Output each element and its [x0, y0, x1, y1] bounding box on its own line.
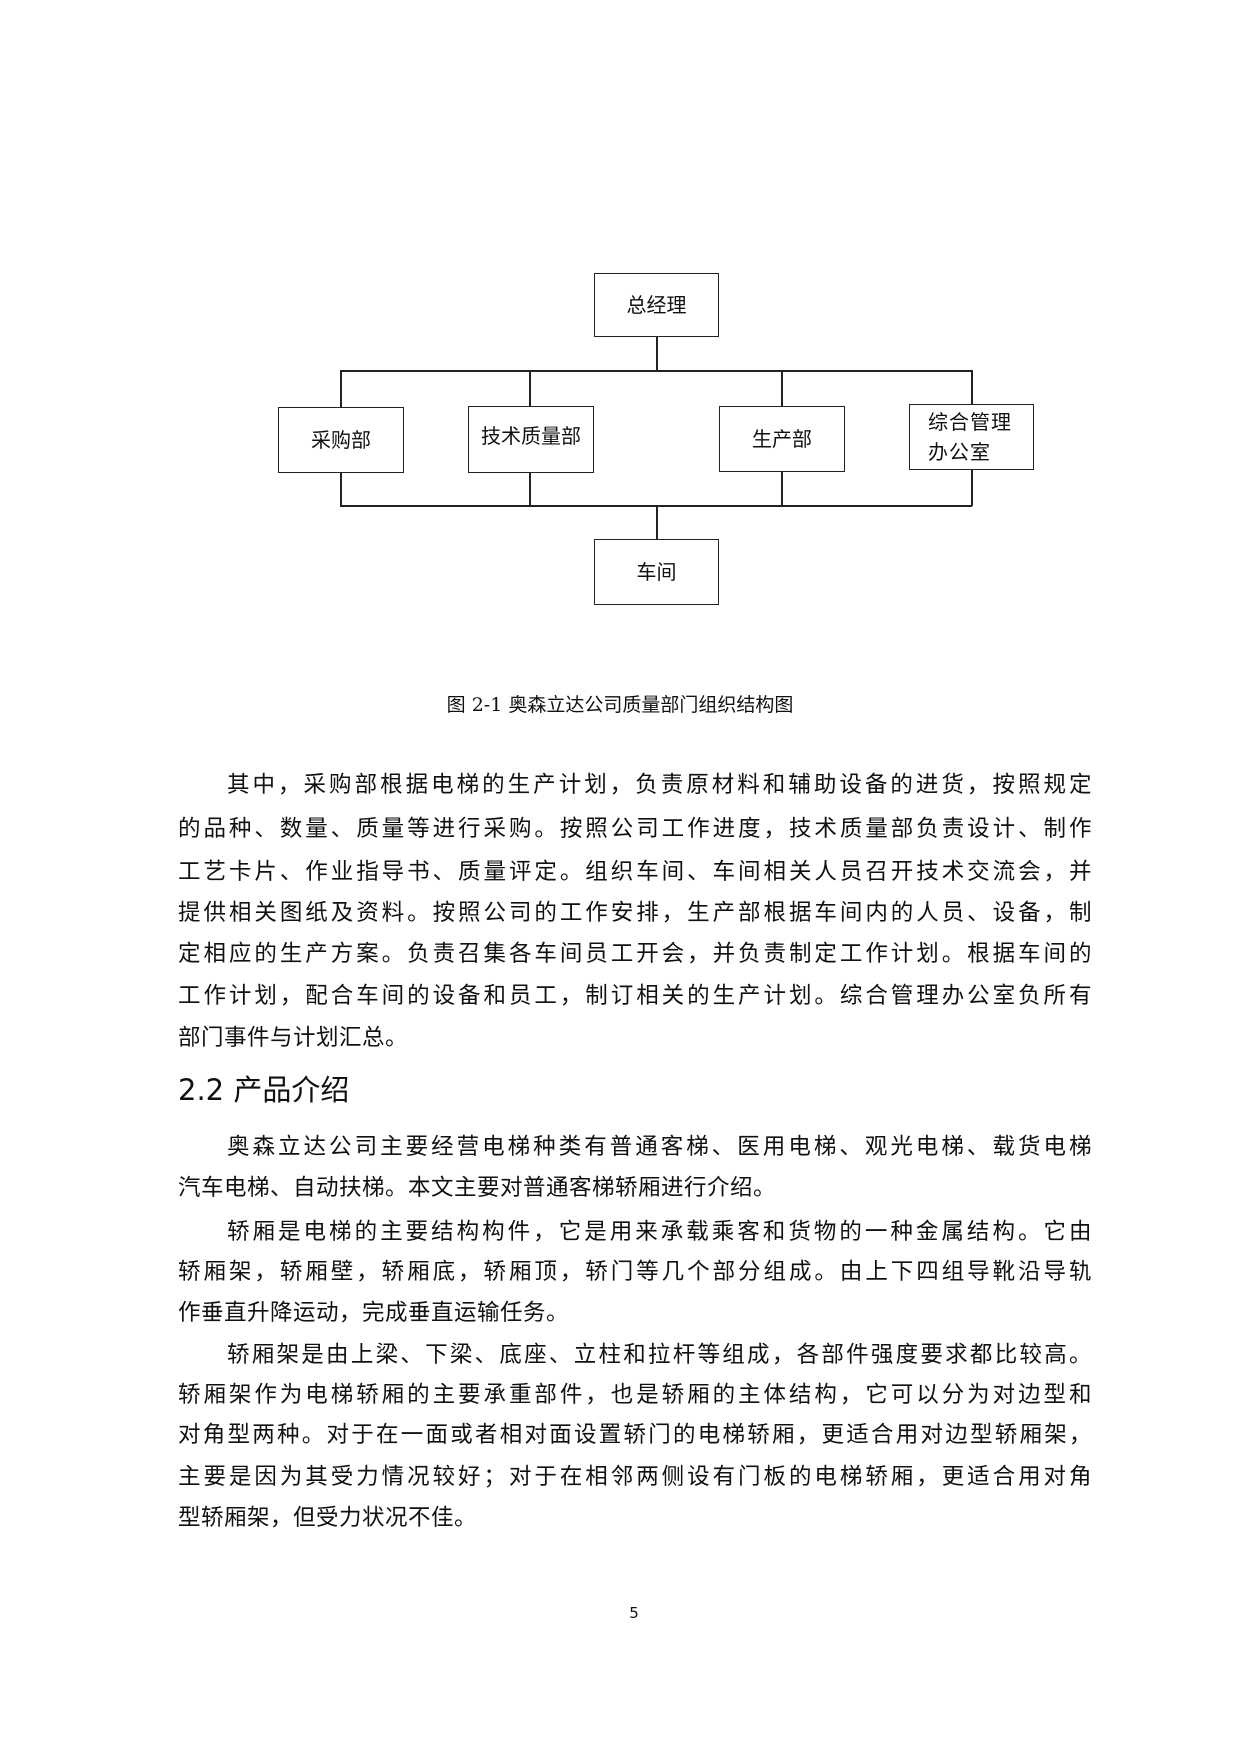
- connector-line: [656, 505, 658, 539]
- text-line: 工作计划，配合车间的设备和员工，制订相关的生产计划。综合管理办公室负所有: [178, 983, 1092, 1009]
- text-line: 的品种、数量、质量等进行采购。按照公司工作进度，技术质量部负责设计、制作: [178, 816, 1092, 842]
- connector-line: [529, 473, 531, 506]
- org-box-label: 综合管理: [928, 410, 1012, 434]
- org-box-label: 车间: [636, 560, 677, 584]
- text-line: 其中，采购部根据电梯的生产计划，负责原材料和辅助设备的进货，按照规定: [227, 772, 1092, 798]
- org-box-label: 办公室: [928, 440, 991, 464]
- text-line: 提供相关图纸及资料。按照公司的工作安排，生产部根据车间内的人员、设备，制: [178, 900, 1092, 926]
- page-number: 5: [629, 1604, 639, 1622]
- org-box-label: 采购部: [311, 428, 371, 452]
- text-line: 工艺卡片、作业指导书、质量评定。组织车间、车间相关人员召开技术交流会，并: [178, 859, 1092, 885]
- connector-line: [340, 370, 342, 407]
- text-line: 奥森立达公司主要经营电梯种类有普通客梯、医用电梯、观光电梯、载货电梯: [227, 1134, 1092, 1160]
- org-box-general-manager: 总经理: [594, 273, 719, 337]
- section-heading: 2.2 产品介绍: [178, 1073, 350, 1107]
- text-line: 轿厢架，轿厢壁，轿厢底，轿厢顶，轿门等几个部分组成。由上下四组导靴沿导轨: [178, 1259, 1092, 1285]
- org-box-admin-office: 综合管理 办公室: [909, 404, 1034, 470]
- connector-line: [340, 473, 342, 506]
- text-line: 轿厢架作为电梯轿厢的主要承重部件，也是轿厢的主体结构，它可以分为对边型和: [178, 1382, 1092, 1408]
- connector-line: [971, 370, 973, 404]
- connector-line: [971, 470, 973, 506]
- text-line: 汽车电梯、自动扶梯。本文主要对普通客梯轿厢进行介绍。: [178, 1175, 777, 1201]
- org-box-tech-quality: 技术质量部: [468, 406, 594, 473]
- text-line: 主要是因为其受力情况较好；对于在相邻两侧设有门板的电梯轿厢，更适合用对角: [178, 1464, 1092, 1490]
- org-box-workshop: 车间: [594, 539, 719, 605]
- connector-line: [656, 337, 658, 371]
- figure-caption: 图 2-1 奥森立达公司质量部门组织结构图: [446, 694, 794, 716]
- connector-line: [781, 370, 783, 406]
- org-box-production: 生产部: [719, 406, 845, 472]
- connector-line: [340, 370, 972, 372]
- text-line: 定相应的生产方案。负责召集各车间员工开会，并负责制定工作计划。根据车间的: [178, 941, 1092, 967]
- text-line: 对角型两种。对于在一面或者相对面设置轿门的电梯轿厢，更适合用对边型轿厢架，: [178, 1422, 1092, 1448]
- text-line: 型轿厢架，但受力状况不佳。: [178, 1505, 478, 1531]
- text-line: 作垂直升降运动，完成垂直运输任务。: [178, 1300, 570, 1326]
- connector-line: [529, 370, 531, 406]
- connector-line: [781, 472, 783, 506]
- text-line: 轿厢架是由上梁、下梁、底座、立柱和拉杆等组成，各部件强度要求都比较高。: [227, 1342, 1092, 1368]
- org-box-label: 总经理: [626, 293, 687, 317]
- org-box-label: 生产部: [752, 427, 812, 451]
- text-line: 部门事件与计划汇总。: [178, 1025, 409, 1051]
- org-box-label: 技术质量部: [481, 424, 581, 448]
- text-line: 轿厢是电梯的主要结构构件，它是用来承载乘客和货物的一种金属结构。它由: [227, 1219, 1092, 1245]
- org-box-purchasing: 采购部: [278, 407, 404, 473]
